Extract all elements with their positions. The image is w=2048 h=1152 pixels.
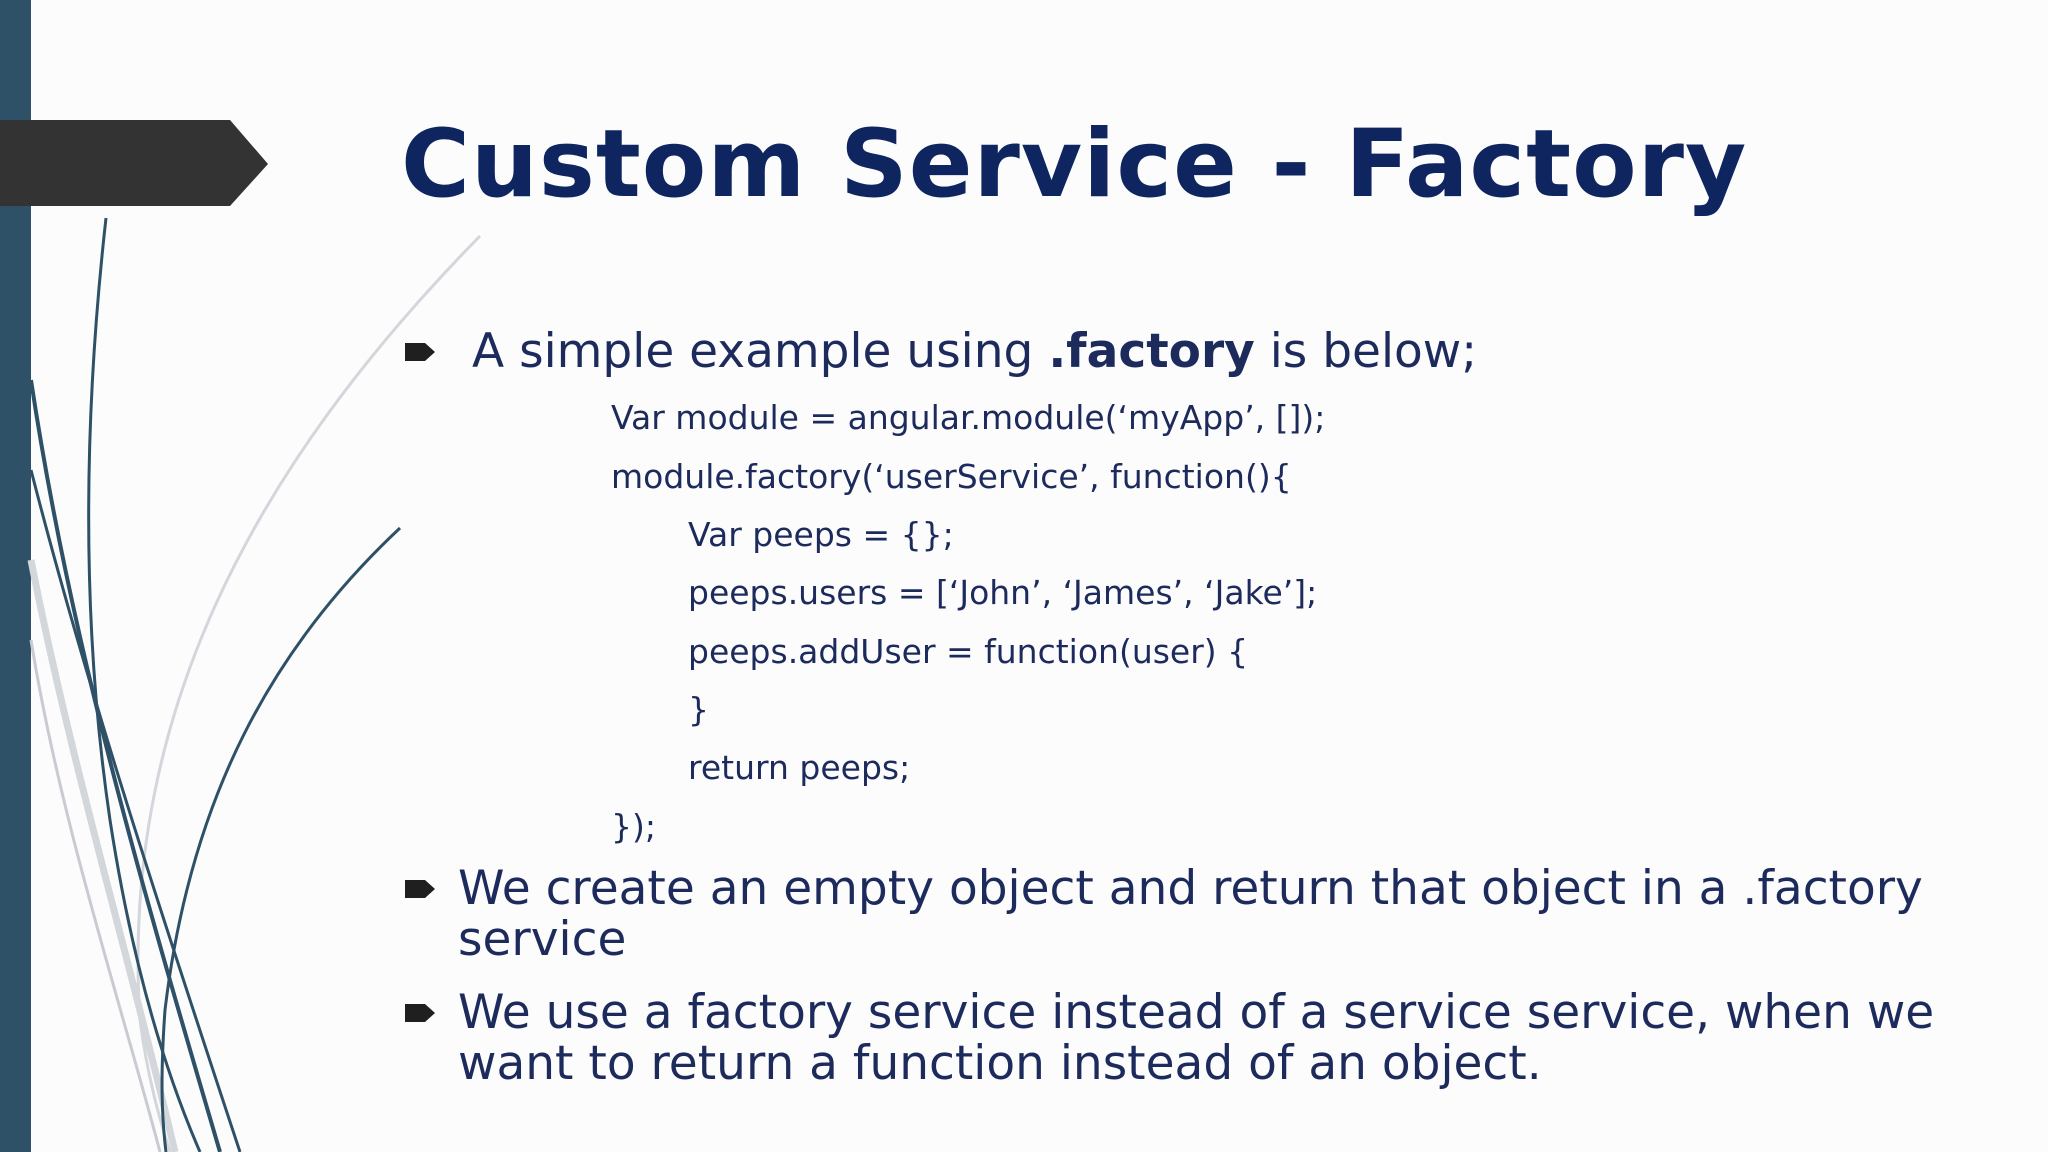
code-line-1: Var module = angular.module(‘myApp’, [])… <box>611 398 1326 437</box>
bullet-2-line-2: service <box>458 912 627 967</box>
slide-title: Custom Service - Factory <box>401 110 1748 219</box>
code-line-4: peeps.users = [‘John’, ‘James’, ‘Jake’]; <box>688 573 1318 612</box>
right-arrow-bullet-icon <box>405 880 435 898</box>
bullet-3: We use a factory service instead of a se… <box>458 987 1934 1089</box>
code-line-7: return peeps; <box>688 748 911 787</box>
code-line-8: }); <box>611 807 656 846</box>
bullet-3-line-1: We use a factory service instead of a se… <box>458 985 1935 1040</box>
title-tab-shape <box>0 120 268 206</box>
bullet-1-prefix: A simple example using <box>472 324 1049 379</box>
code-line-6: } <box>688 690 709 729</box>
bullet-3-line-2: want to return a function instead of an … <box>458 1036 1542 1091</box>
code-line-2: module.factory(‘userService’, function()… <box>611 457 1292 496</box>
code-line-5: peeps.addUser = function(user) { <box>688 632 1249 671</box>
bullet-2: We create an empty object and return tha… <box>458 863 1923 965</box>
right-arrow-bullet-icon <box>405 1004 435 1022</box>
bullet-1-emphasis: .factory <box>1048 324 1255 379</box>
bullet-2-line-1: We create an empty object and return tha… <box>458 861 1923 916</box>
right-arrow-bullet-icon <box>405 343 435 361</box>
code-line-3: Var peeps = {}; <box>688 515 954 554</box>
bullet-1-suffix: is below; <box>1254 324 1478 379</box>
bullet-1: A simple example using .factory is below… <box>472 326 1477 377</box>
